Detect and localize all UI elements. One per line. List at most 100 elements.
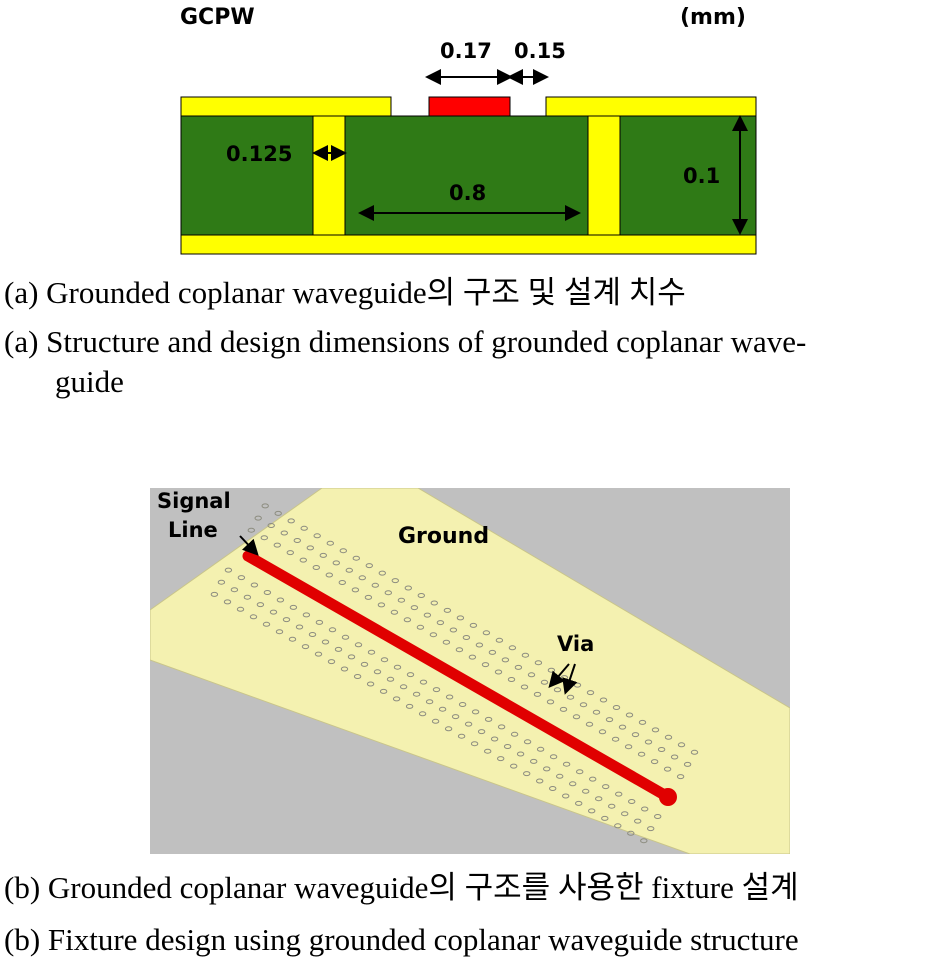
via-hole [484,748,492,754]
via-hole [328,627,337,633]
via-hole [351,587,360,593]
via-hole [546,699,555,705]
via-hole [405,703,414,709]
via-hole [371,582,379,588]
via-hole [287,518,295,524]
via-hole [338,580,346,585]
via-hole [683,761,692,767]
via-hole [367,649,376,655]
via-hole [462,635,471,640]
via-hole [280,530,288,536]
via-hole [295,624,304,630]
via-hole [365,563,373,569]
via-hole [510,731,519,737]
via-hole [458,702,467,707]
via-hole [508,645,517,651]
via-hole [664,734,673,740]
via-hole [406,672,415,678]
via-pointer-1 [548,663,570,689]
via-hole [267,523,275,528]
via-hole [503,744,512,749]
via-hole [536,746,545,752]
via-hole [533,691,542,697]
signal-line-3d [242,550,674,803]
via-hole [471,709,480,715]
via-hole [575,800,583,806]
via-hole [510,763,518,769]
via-hole [628,799,636,804]
signal-line-label-2: Line [168,518,218,542]
signal-line-label-1: Signal [157,489,231,513]
via-hole [261,503,269,509]
via-hole [484,716,493,722]
via-hole [618,724,627,730]
caption-b-english: (b) Fixture design using grounded coplan… [4,922,799,957]
via-hole [457,733,466,739]
via-hole [339,548,347,554]
via-hole [299,557,307,563]
via-offset-label: 0.125 [226,142,292,166]
via-hole [288,636,297,642]
via-hole [464,721,473,727]
via-hole [573,682,582,688]
via-hole [651,727,660,733]
via-hole [313,533,321,539]
via-hole [254,515,262,521]
via-hole [384,590,392,596]
via-hole [353,674,362,679]
via-hole [585,721,594,727]
via-hole [634,818,642,824]
via-hole [378,570,386,576]
via-holes [210,503,699,844]
via-hole [523,771,531,777]
via-hole [624,744,633,750]
via-hole [404,585,412,591]
via-hole [273,542,281,548]
via-hole [627,830,635,836]
via-hole [360,661,369,667]
fixture-background [150,488,790,854]
via-hole [321,639,330,645]
via-spacing-label: 0.8 [449,181,486,205]
via-hole [256,602,265,608]
via-hole [444,726,453,732]
via-hole [289,604,298,610]
via-hole [501,657,510,663]
gcpw-cross-section: GCPW (mm) 0.17 0.15 0.125 0.8 0.1 [180,5,757,255]
via-hole [602,784,610,790]
via-hole [621,811,629,817]
via-hole [507,677,516,682]
signal-line [428,96,511,117]
via-hole [641,806,649,812]
via-hole [269,609,278,615]
via-hole [250,582,259,588]
via-hole [637,751,646,757]
via-hole [391,578,399,584]
via-hole [306,545,314,551]
via-hole [262,621,271,627]
unit-label: (mm) [680,5,746,30]
via-hole [275,629,284,635]
via-hole [588,808,596,814]
via-hole [377,602,386,608]
via-hole [410,605,419,611]
via-hole [654,814,662,819]
via-hole [417,593,425,598]
via-hole [263,590,272,595]
substrate [180,115,757,236]
via-hole [442,639,451,645]
via-hole [274,510,282,516]
via-hole [608,803,616,809]
via-hole [243,594,252,600]
signal-width-label: 0.17 [440,39,492,63]
via-hole [300,525,308,531]
via-hole [340,666,349,672]
via-hole [456,615,465,621]
via-hole [325,572,333,578]
via-hole [638,719,647,725]
via-hole [599,697,608,703]
via-hole [293,538,301,543]
via-hole [347,654,356,660]
via-hole [397,597,406,603]
via-hole [334,646,343,652]
